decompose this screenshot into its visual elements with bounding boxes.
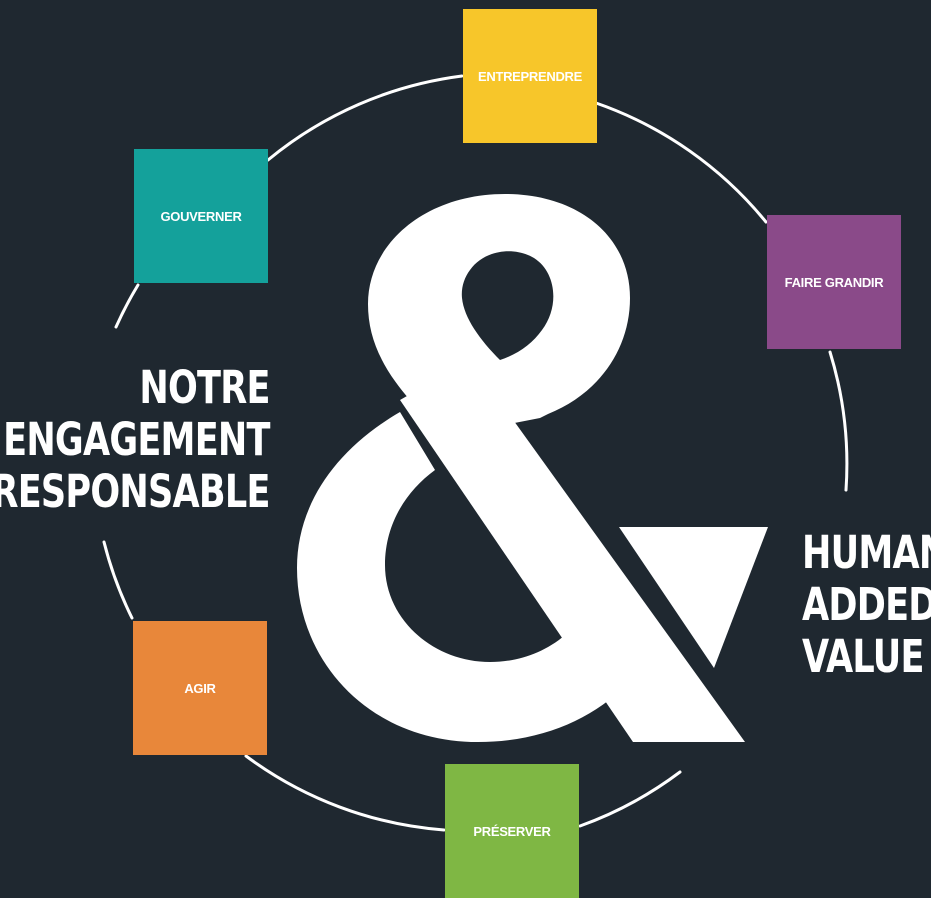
ampersand-upper-loop	[368, 194, 630, 436]
ring-arc-agir-preserver	[244, 754, 446, 832]
engagement-title-line-1: NOTRE	[139, 361, 271, 414]
pillar-faire-grandir: FAIRE GRANDIR	[767, 215, 901, 349]
tagline-line-1: HUMAN	[802, 526, 931, 579]
engagement-title-line-2: ENGAGEMENT	[3, 413, 271, 466]
engagement-title-line-3: RESPONSABLE	[0, 465, 271, 518]
ring-arc-gouverner-left	[114, 283, 140, 329]
engagement-title: NOTRE ENGAGEMENT RESPONSABLE	[0, 361, 271, 518]
cycle-ring	[102, 74, 849, 832]
tagline-line-2: ADDED	[802, 578, 931, 631]
pillar-agir: AGIR	[133, 621, 267, 755]
ring-arc-gouverner-entreprendre	[266, 74, 464, 162]
pillar-preserver: PRÉSERVER	[445, 764, 579, 898]
pillar-gouverner: GOUVERNER	[134, 149, 268, 283]
pillar-entreprendre: ENTREPRENDRE	[463, 9, 597, 143]
ring-arc-faire-grandir-right	[828, 350, 849, 492]
ring-arc-entreprendre-faire-grandir	[594, 101, 768, 224]
logo-triangle	[619, 527, 768, 668]
ampersand-diagonal-stroke	[400, 360, 745, 742]
ampersand-lower-bowl	[297, 412, 627, 742]
tagline: HUMAN ADDED VALUE	[802, 527, 931, 683]
ring-arc-preserver-right	[578, 770, 682, 828]
ampersand-triangle-logo	[297, 194, 768, 742]
tagline-line-3: VALUE	[802, 630, 924, 683]
ring-arc-left-agir	[102, 540, 134, 620]
